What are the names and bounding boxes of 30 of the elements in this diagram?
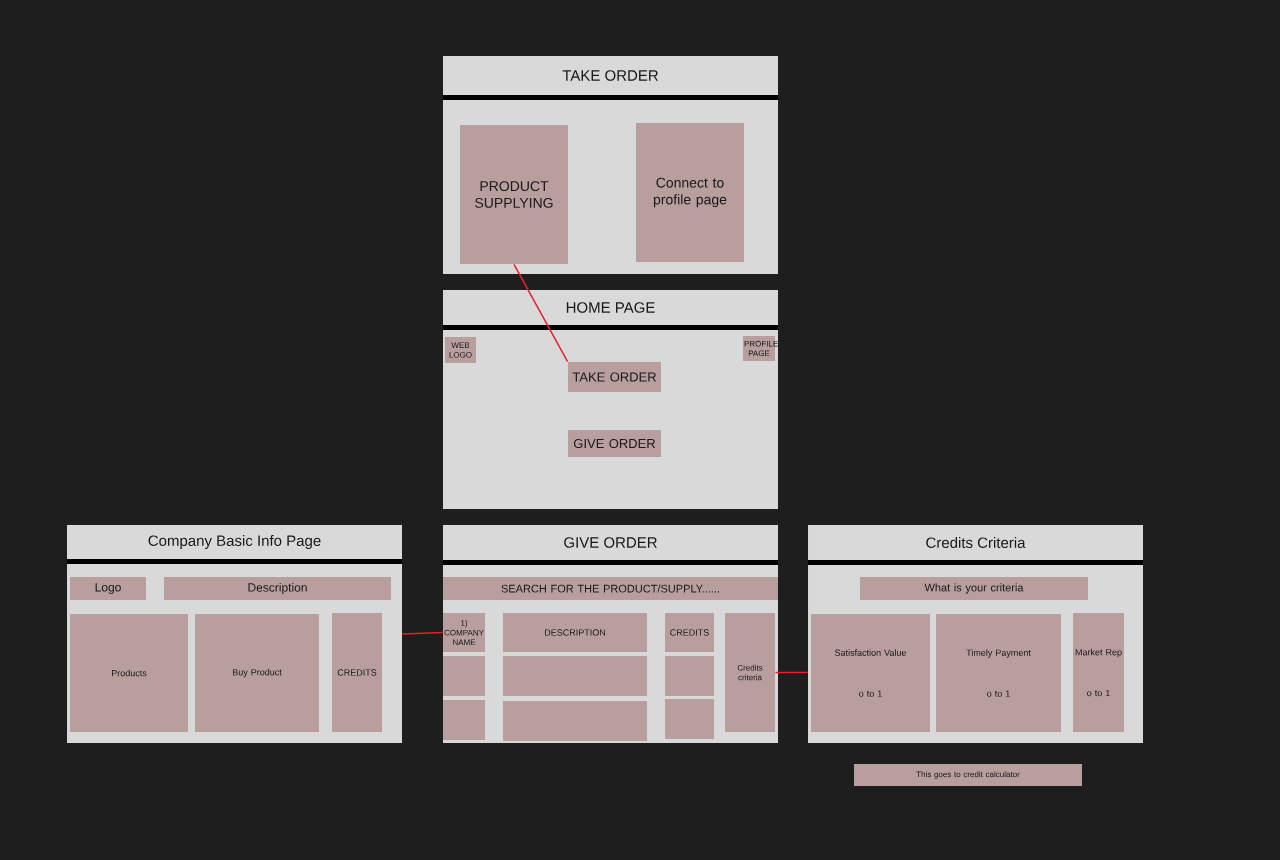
content-box: 1) COMPANY NAME (443, 613, 485, 652)
placeholder-box (443, 700, 485, 740)
content-box: What is your criteria (860, 577, 1088, 600)
content-box: PROFILE PAGE (743, 336, 778, 361)
placeholder-box (665, 699, 714, 739)
placeholder-box (503, 701, 647, 741)
placeholder-box (665, 656, 714, 696)
content-box: This goes to credit calculator (854, 764, 1082, 786)
placeholder-box (443, 656, 485, 696)
content-box: Credits criteria (725, 613, 775, 732)
connector-line (774, 671, 809, 674)
content-box: Connect to profile page (636, 123, 744, 262)
content-box: CREDITS (665, 613, 714, 652)
content-box: CREDITS (332, 613, 382, 732)
content-box: Logo (70, 577, 146, 600)
content-box: DESCRIPTION (503, 613, 647, 652)
placeholder-box (503, 656, 647, 696)
content-box: Timely Payment o to 1 (936, 614, 1061, 732)
content-box: SEARCH FOR THE PRODUCT/SUPPLY...... (443, 577, 778, 600)
content-box: GIVE ORDER (568, 430, 661, 457)
content-box: Market Rep o to 1 (1073, 613, 1124, 732)
content-box: PRODUCT SUPPLYING (460, 125, 568, 264)
content-box: WEB LOGO (445, 337, 476, 363)
connector-line (513, 263, 569, 363)
content-box: TAKE ORDER (568, 362, 661, 392)
connector-line (401, 631, 444, 635)
content-box: Satisfaction Value o to 1 (811, 614, 930, 732)
content-box: Products (70, 614, 188, 732)
content-box: Buy Product (195, 614, 319, 732)
content-box: Description (164, 577, 391, 600)
